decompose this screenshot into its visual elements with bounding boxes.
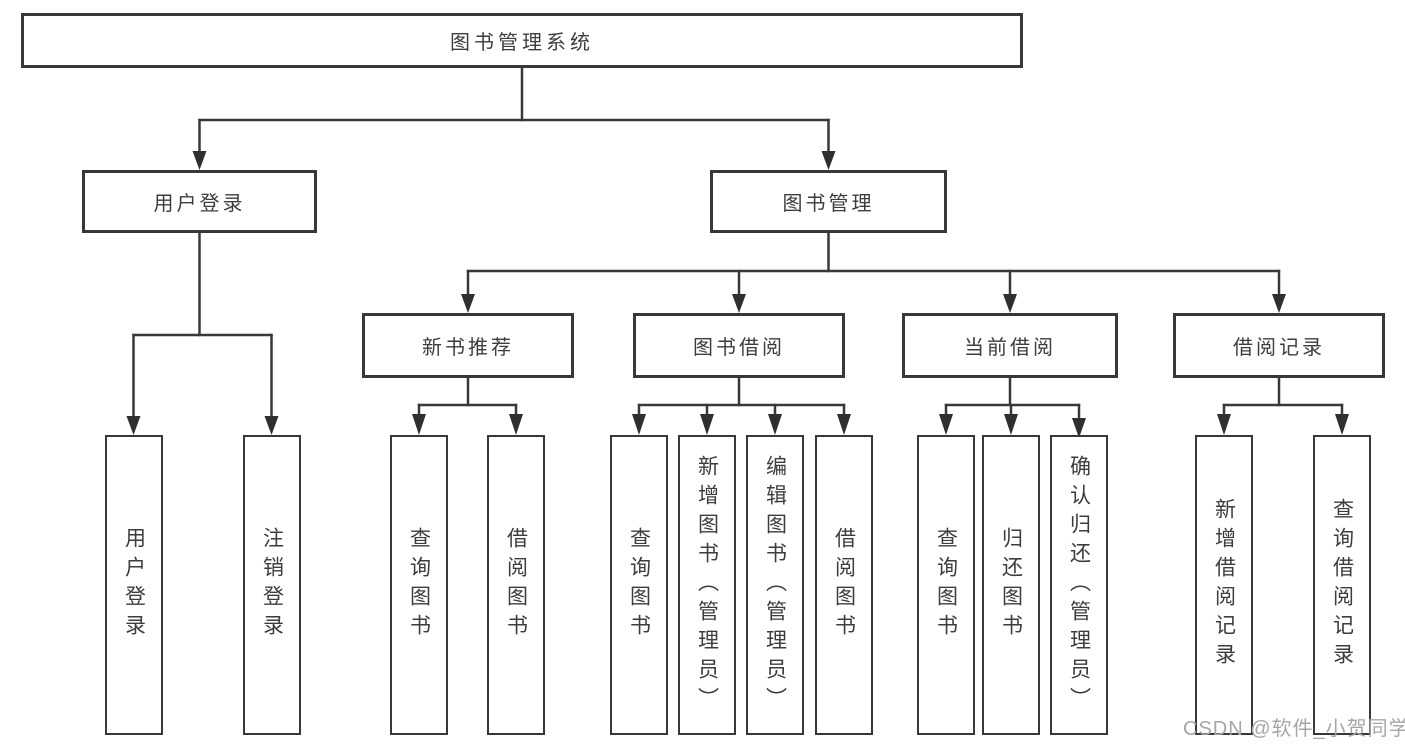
leaf-borrow-books: 借阅图书 [815,435,873,735]
node-root: 图书管理系统 [21,13,1023,68]
connector-arrowhead [732,294,746,313]
leaf-add-borrow-record-label: 新增借阅记录 [1212,498,1236,672]
leaf-return-books-label: 归还图书 [999,527,1023,643]
connector-arrowhead [821,151,836,170]
leaf-user-login-label: 用户登录 [122,527,146,643]
leaf-add-borrow-record: 新增借阅记录 [1195,435,1253,735]
node-borrowing-records: 借阅记录 [1173,313,1385,378]
connector-arrowhead [461,294,475,313]
leaf-return-books: 归还图书 [982,435,1040,735]
connector-arrowhead [939,414,953,435]
leaf-query-borrow-record: 查询借阅记录 [1313,435,1371,735]
connector-arrowhead [700,414,714,435]
node-user-login: 用户登录 [82,170,317,233]
node-current-borrowing: 当前借阅 [902,313,1118,378]
node-book-borrowing: 图书借阅 [633,313,845,378]
node-book-management: 图书管理 [710,170,947,233]
node-root-label: 图书管理系统 [450,32,594,54]
leaf-confirm-return-admin-label: 确认归还（管理员） [1067,454,1091,716]
leaf-user-login: 用户登录 [105,435,163,735]
leaf-query-books-current: 查询图书 [917,435,975,735]
connector-arrowhead [264,416,279,435]
connector-arrowhead [509,414,523,435]
connector-arrowhead [1217,414,1231,435]
node-new-book-recommendation-label: 新书推荐 [422,337,514,359]
connector-arrowhead [1335,414,1349,435]
leaf-query-books-current-label: 查询图书 [934,527,958,643]
connector-arrowhead [1272,294,1286,313]
connector-arrowhead [412,414,426,435]
leaf-query-books-borrowing-label: 查询图书 [627,527,651,643]
node-user-login-label: 用户登录 [153,193,246,215]
connector-arrowhead [768,414,782,435]
leaf-query-books-borrowing: 查询图书 [610,435,668,735]
leaf-logout: 注销登录 [243,435,301,735]
leaf-edit-books-admin-label: 编辑图书（管理员） [763,454,787,716]
node-current-borrowing-label: 当前借阅 [964,337,1056,359]
connector-arrowhead [126,416,141,435]
leaf-borrow-books-recommend-label: 借阅图书 [504,527,528,643]
connector-arrowhead [1003,294,1017,313]
leaf-confirm-return-admin: 确认归还（管理员） [1050,435,1108,735]
csdn-watermark: CSDN @软件_小贺同学 [1183,718,1405,740]
leaf-add-books-admin-label: 新增图书（管理员） [695,454,719,716]
connector-arrowhead [192,151,207,170]
leaf-logout-label: 注销登录 [260,527,284,643]
leaf-query-borrow-record-label: 查询借阅记录 [1330,498,1354,672]
leaf-query-books-recommend: 查询图书 [390,435,448,735]
connector-arrowhead [837,414,851,435]
node-book-management-label: 图书管理 [782,193,875,215]
node-new-book-recommendation: 新书推荐 [362,313,574,378]
connector-arrowhead [1004,414,1018,435]
leaf-edit-books-admin: 编辑图书（管理员） [746,435,804,735]
node-book-borrowing-label: 图书借阅 [693,337,785,359]
connector-arrowhead [632,414,646,435]
leaf-query-books-recommend-label: 查询图书 [407,527,431,643]
leaf-borrow-books-label: 借阅图书 [832,527,856,643]
leaf-borrow-books-recommend: 借阅图书 [487,435,545,735]
leaf-add-books-admin: 新增图书（管理员） [678,435,736,735]
node-borrowing-records-label: 借阅记录 [1233,337,1325,359]
